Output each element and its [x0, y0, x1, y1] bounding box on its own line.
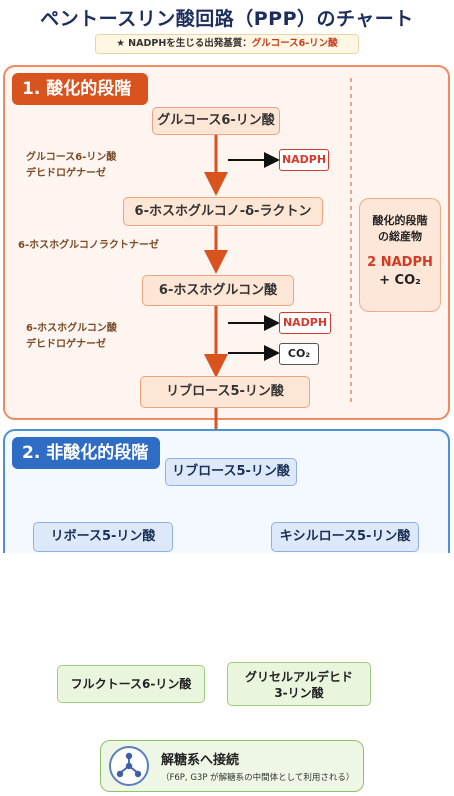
oxidative-summary-box: 酸化的段階 の総産物 2 NADPH + CO₂ — [359, 198, 441, 312]
product-nadph-1: NADPH — [279, 149, 329, 171]
node-glyceraldehyde-3-phosphate: グリセルアルデヒド 3-リン酸 — [227, 662, 371, 706]
g3p-line2: 3-リン酸 — [274, 686, 324, 700]
summary-heading: 酸化的段階 の総産物 — [360, 213, 440, 245]
star-icon: ★ — [116, 38, 125, 49]
node-ribose-5-phosphate: リボース5-リン酸 — [33, 522, 173, 552]
summary-nadph-value: 2 NADPH — [367, 255, 433, 270]
node-6-phosphogluconate: 6-ホスホグルコン酸 — [142, 275, 294, 306]
product-nadph-2: NADPH — [279, 312, 331, 334]
network-icon — [109, 746, 149, 786]
glycolysis-subtitle: （F6P, G3P が解糖系の中間体として利用される） — [161, 773, 355, 783]
glycolysis-title: 解糖系へ接続 — [161, 753, 240, 768]
subtitle-substrate: グルコース6-リン酸 — [251, 38, 338, 49]
enzyme-g6pd-line1: グルコース6-リン酸 — [26, 152, 117, 163]
enzyme-g6pd-line2: デヒドロゲナーゼ — [26, 168, 106, 179]
summary-heading-line1: 酸化的段階 — [372, 214, 428, 227]
summary-heading-line2: の総産物 — [378, 230, 422, 243]
nonoxidative-phase-header: 2. 非酸化的段階 — [12, 437, 160, 469]
page-title: ペントースリン酸回路（PPP）のチャート — [40, 8, 414, 30]
enzyme-6pgd-line1: 6-ホスホグルコン酸 — [26, 323, 117, 334]
node-ribulose-5-phosphate: リブロース5-リン酸 — [140, 376, 310, 408]
summary-co2-value: + CO₂ — [379, 273, 421, 288]
subtitle-text: NADPHを生じる出発基質： — [128, 38, 252, 49]
node-glucose-6-phosphate: グルコース6-リン酸 — [152, 107, 280, 135]
node-xylulose-5-phosphate: キシルロース5-リン酸 — [271, 522, 419, 552]
subtitle-banner: ★ NADPHを生じる出発基質：グルコース6-リン酸 — [95, 34, 359, 54]
enzyme-6pgd: 6-ホスホグルコン酸 デヒドロゲナーゼ — [26, 321, 156, 353]
oxidative-phase-header: 1. 酸化的段階 — [12, 73, 148, 105]
node-fructose-6-phosphate: フルクトース6-リン酸 — [57, 665, 205, 703]
node-nonox-ribulose-5-phosphate: リブロース5-リン酸 — [165, 458, 297, 486]
product-co2: CO₂ — [279, 343, 319, 365]
enzyme-lactonase: 6-ホスホグルコノラクトナーゼ — [18, 240, 159, 251]
enzyme-6pgd-line2: デヒドロゲナーゼ — [26, 339, 106, 350]
g3p-line1: グリセルアルデヒド — [245, 670, 353, 684]
enzyme-g6pd: グルコース6-リン酸 デヒドロゲナーゼ — [26, 150, 156, 182]
node-phosphogluconolactone: 6-ホスホグルコノ-δ-ラクトン — [123, 197, 323, 226]
